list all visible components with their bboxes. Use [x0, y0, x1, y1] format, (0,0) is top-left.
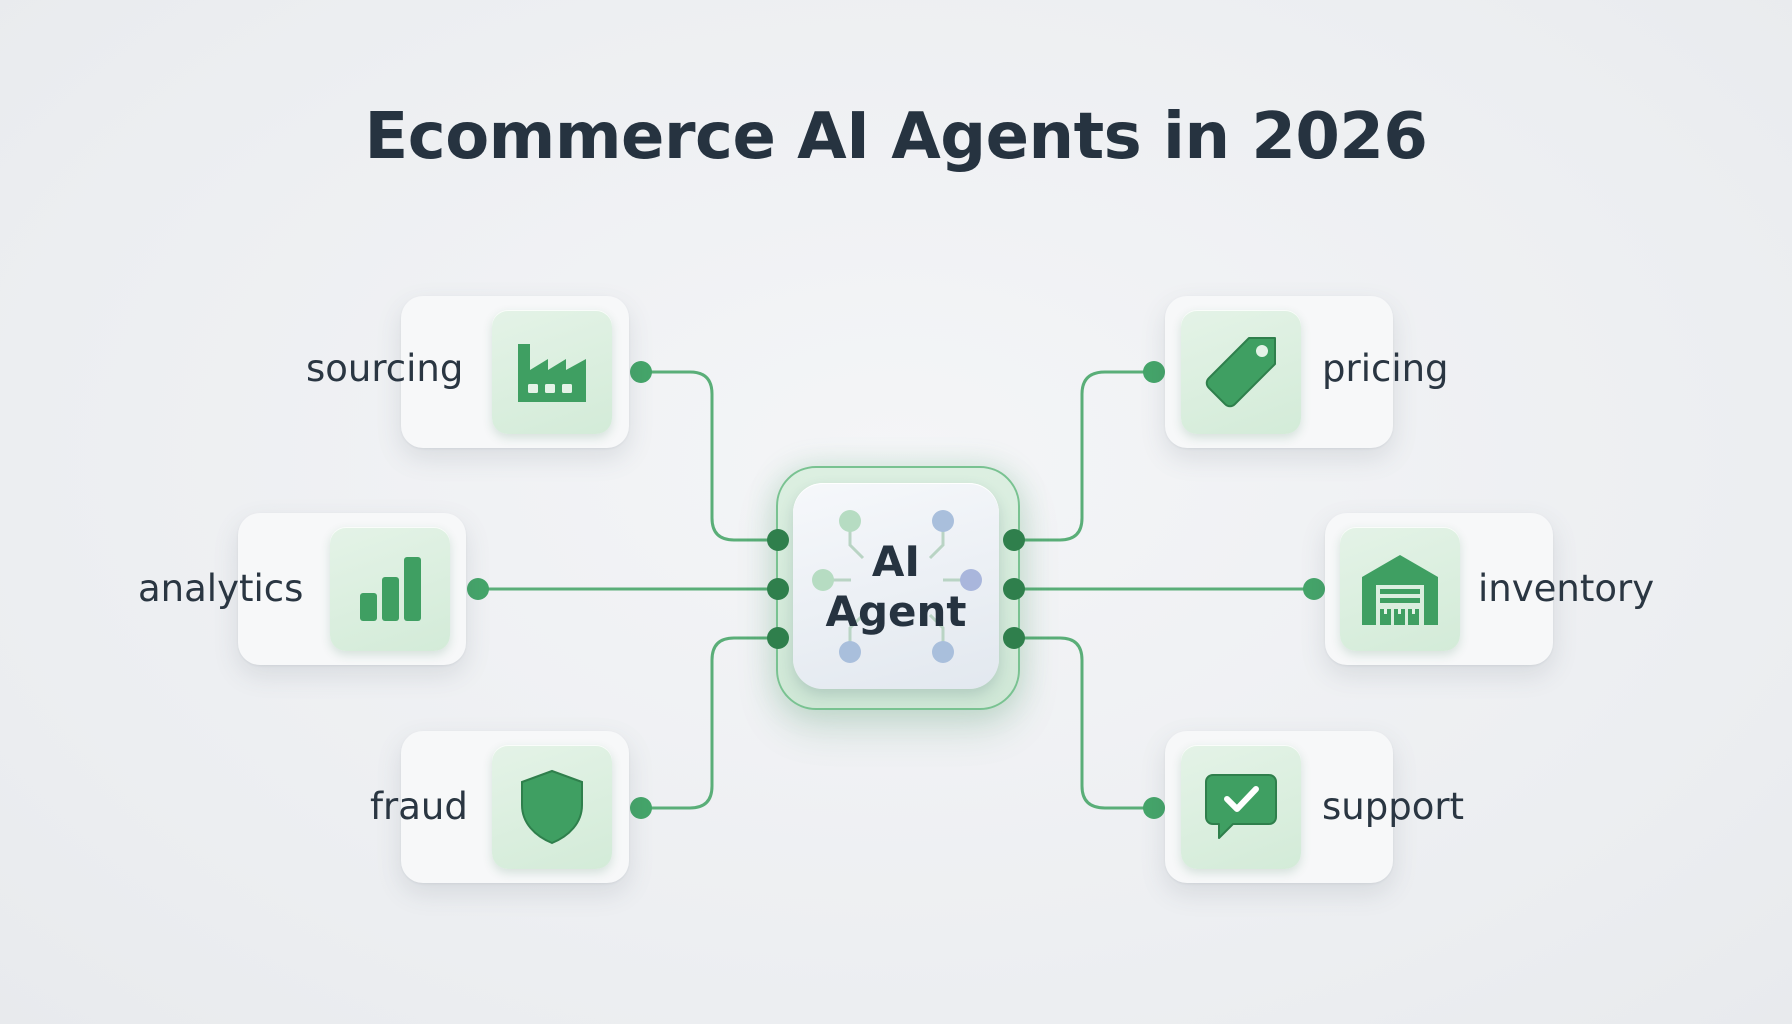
icon-tile-sourcing: [492, 310, 612, 434]
page-title: Ecommerce AI Agents in 2026: [364, 100, 1428, 174]
agent-card-inventory[interactable]: [1325, 513, 1553, 665]
warehouse-icon: [1362, 555, 1438, 625]
circuit-network-icon: [812, 510, 982, 663]
agent-label-analytics: analytics: [138, 567, 304, 610]
icon-tile-inventory: [1340, 527, 1460, 651]
icon-tile-pricing: [1181, 310, 1301, 434]
agent-label-support: support: [1322, 785, 1465, 828]
ai-agent-hub[interactable]: AI Agent: [776, 466, 1020, 710]
factory-icon: [518, 344, 586, 402]
bar-chart-icon: [360, 557, 421, 621]
ai-agent-chip: AI Agent: [793, 483, 999, 689]
agent-label-inventory: inventory: [1478, 567, 1655, 610]
agent-label-fraud: fraud: [370, 785, 468, 828]
icon-tile-analytics: [330, 527, 450, 651]
icon-tile-fraud: [492, 745, 612, 869]
connector-pricing: [1012, 370, 1156, 542]
connector-sourcing: [639, 370, 780, 542]
hub-label-line1: AI: [871, 537, 921, 586]
agent-card-sourcing[interactable]: [401, 296, 629, 448]
agent-card-support[interactable]: [1165, 731, 1393, 883]
price-tag-icon: [1205, 337, 1276, 408]
agent-label-sourcing: sourcing: [306, 347, 464, 390]
chat-check-icon: [1205, 774, 1277, 839]
hub-label-line2: Agent: [825, 587, 967, 636]
icon-tile-support: [1181, 745, 1301, 869]
agent-card-analytics[interactable]: [238, 513, 466, 665]
agent-card-fraud[interactable]: [401, 731, 629, 883]
shield-icon: [521, 769, 583, 845]
agent-card-pricing[interactable]: [1165, 296, 1393, 448]
connector-support: [1012, 636, 1156, 810]
connector-fraud: [639, 636, 780, 810]
hub-label: AI Agent: [793, 537, 999, 637]
agent-label-pricing: pricing: [1322, 347, 1449, 390]
